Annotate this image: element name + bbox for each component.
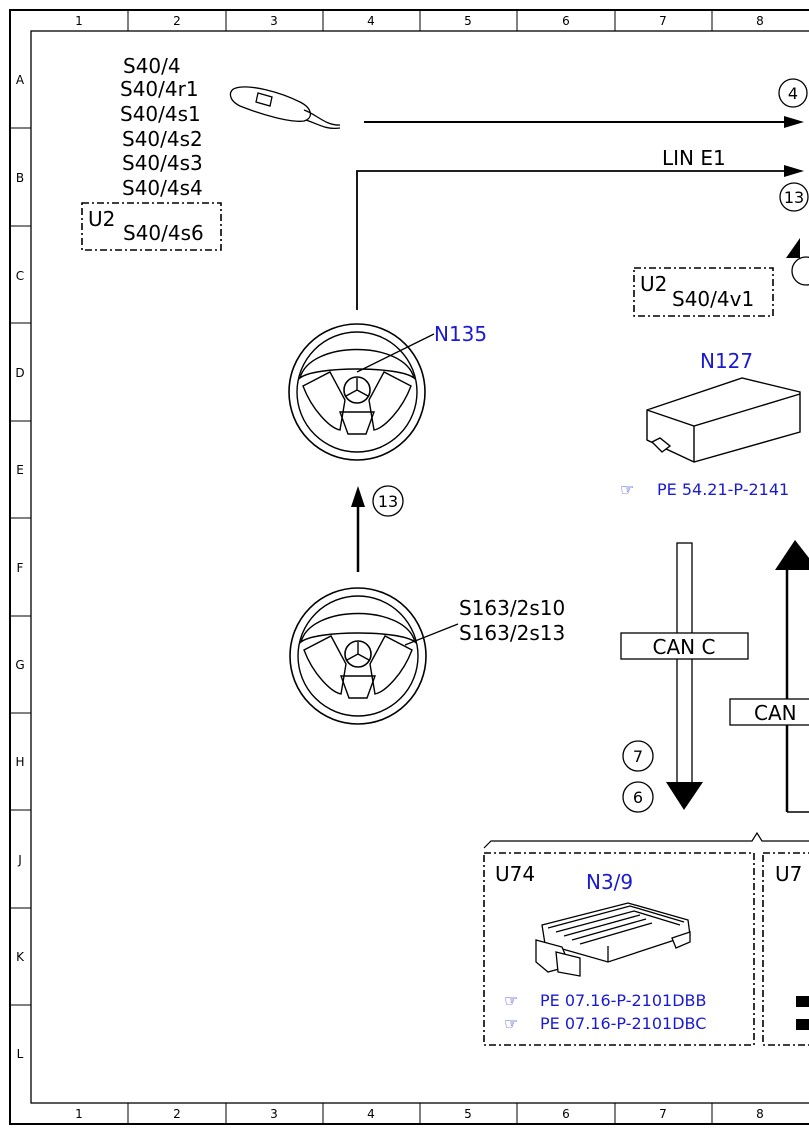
circle-num: 13 [784,188,804,207]
hand-pointer-icon [796,1019,809,1030]
u2-code-1: U2 [88,207,115,231]
row-label: C [16,269,24,283]
col-label: 4 [367,14,375,28]
can-c-arrow [666,542,703,810]
switch-label: S40/4s4 [122,176,203,200]
col-label: 5 [464,14,472,28]
col-label: 3 [270,1107,278,1121]
outer-frame [9,9,809,1125]
u2-label-2: S40/4v1 [672,287,754,311]
u74-code: U74 [495,862,535,886]
circle-num: 6 [633,788,643,807]
switch-label: S40/4 [123,54,181,78]
inner-frame [30,30,809,1104]
can-partial-label: CAN [754,701,797,725]
lin-label: LIN E1 [662,146,726,170]
leader-line [356,333,435,373]
row-label: E [16,463,24,477]
col-label: 8 [756,14,764,28]
circle-partial [791,256,809,286]
lin-e1-line [356,170,790,310]
arrow-head [786,238,800,258]
circle-num: 7 [633,747,643,766]
arrow-head [775,540,809,570]
col-label: 7 [659,14,667,28]
steering-wheel-buttons-icon [289,587,427,725]
col-label: 2 [173,14,181,28]
column-labels-top: 1 2 3 4 5 6 7 8 [75,14,764,28]
circle-num: 4 [788,84,798,103]
col-label: 5 [464,1107,472,1121]
n135-label: N135 [434,322,487,346]
column-dividers [127,10,713,1124]
u2-box-1 [81,202,222,251]
circle-ref-13 [372,485,404,517]
row-label: F [17,561,24,575]
switch-label-list: S40/4 S40/4r1 S40/4s1 S40/4s2 S40/4s3 S4… [120,54,203,200]
circle-ref-4 [778,78,808,108]
u74-ref-2[interactable]: PE 07.16-P-2101DBC [540,1014,706,1033]
engine-control-unit-icon [535,902,691,977]
col-label: 6 [562,1107,570,1121]
arrow-head [784,165,804,177]
circle-ref-13-top [779,182,809,212]
circle-ref-7 [622,740,654,772]
row-label: A [16,73,25,87]
row-dividers [10,127,31,1006]
steering-wheel-icon [288,323,426,461]
u74-box [483,852,755,1046]
switch-label: S40/4r1 [120,77,199,101]
row-label: D [15,366,24,380]
u74-ref-1[interactable]: PE 07.16-P-2101DBB [540,991,706,1010]
can-c-box [620,632,749,660]
u7-partial-code: U7 [775,862,802,886]
n127-label: N127 [700,349,753,373]
u2-label-1: S40/4s6 [123,221,204,245]
n3-9-label: N3/9 [586,870,633,894]
column-labels-bottom: 1 2 3 4 5 6 7 8 [75,1107,764,1121]
col-label: 1 [75,14,83,28]
control-unit-icon [646,377,801,463]
can-partial-box [729,698,809,726]
hand-pointer-icon [796,996,809,1007]
switch-label: S40/4s1 [120,102,201,126]
row-label: G [15,658,24,672]
circle-num: 13 [378,492,398,511]
n127-ref[interactable]: PE 54.21-P-2141 [657,480,789,499]
u7-partial-box [762,852,809,1046]
col-label: 3 [270,14,278,28]
s163-label: S163/2s13 [459,621,565,645]
s163-label: S163/2s10 [459,596,565,620]
col-label: 6 [562,14,570,28]
u2-code-2: U2 [640,272,667,296]
switch-label: S40/4s2 [122,127,203,151]
hand-pointer-icon: ☞ [504,991,518,1010]
row-label: K [16,950,25,964]
arrow-head [784,116,804,128]
col-label: 8 [756,1107,764,1121]
arrow-head [351,486,365,507]
stalk-switch-icon [229,86,341,130]
col-label: 7 [659,1107,667,1121]
row-label: L [17,1047,24,1061]
leader-line [404,623,459,646]
row-label: B [16,171,24,185]
hand-pointer-icon: ☞ [504,1014,518,1033]
col-label: 2 [173,1107,181,1121]
circle-ref-6 [622,781,654,813]
switch-label: S40/4s3 [122,151,203,175]
col-label: 4 [367,1107,375,1121]
row-label: H [15,755,24,769]
row-labels: A B C D E F G H J K L [15,73,25,1061]
can-c-label: CAN C [653,635,716,659]
hand-pointer-icon: ☞ [620,480,634,499]
u2-box-2 [633,267,774,317]
row-label: J [17,853,22,867]
col-label: 1 [75,1107,83,1121]
group-bracket [483,831,809,849]
